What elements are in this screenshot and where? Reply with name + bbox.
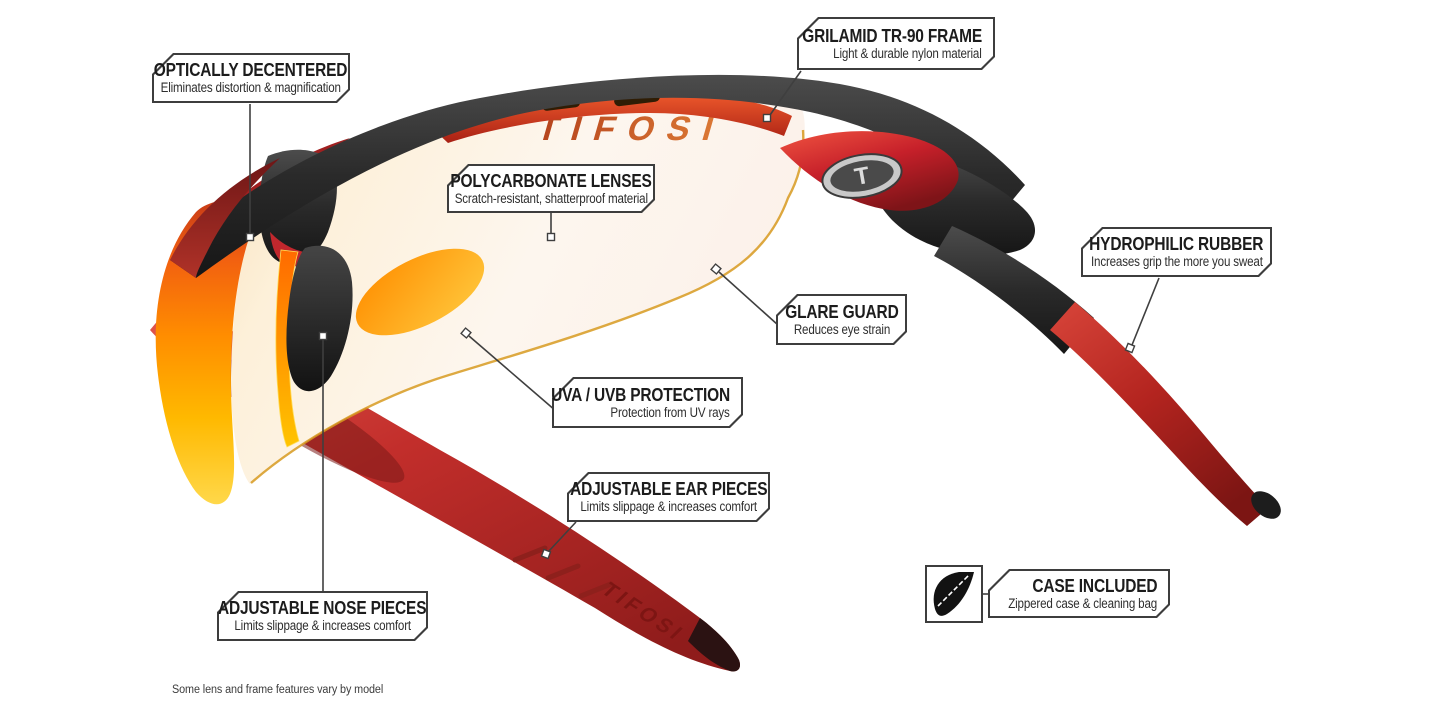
callout-subtitle: Limits slippage & increases comfort bbox=[234, 618, 411, 634]
callout-glare-guard: GLARE GUARD Reduces eye strain bbox=[776, 294, 907, 345]
frame-left-cap bbox=[170, 158, 280, 278]
left-temple-tip bbox=[688, 618, 740, 672]
right-temple-arm bbox=[934, 226, 1281, 526]
callout-title: OPTICALLY DECENTERED bbox=[154, 60, 348, 81]
callout-title: UVA / UVB PROTECTION bbox=[551, 384, 730, 405]
leader-hydrophilic bbox=[1124, 277, 1160, 354]
callout-case-included: CASE INCLUDED Zippered case & cleaning b… bbox=[988, 569, 1170, 618]
callout-adjustable-nose-pieces: ADJUSTABLE NOSE PIECES Limits slippage &… bbox=[217, 591, 428, 641]
callout-frame bbox=[567, 472, 770, 522]
callout-subtitle: Limits slippage & increases comfort bbox=[580, 499, 757, 515]
lens-pane bbox=[231, 81, 805, 484]
right-temple-black bbox=[934, 226, 1094, 354]
hinge-logo-oval: T bbox=[821, 153, 903, 199]
callout-optically-decentered: OPTICALLY DECENTERED Eliminates distorti… bbox=[152, 53, 350, 103]
leader-grilamid bbox=[762, 70, 802, 123]
leader-nose-pieces bbox=[318, 331, 328, 592]
leader-optically-decentered bbox=[245, 104, 255, 242]
right-temple-rubber bbox=[1050, 302, 1268, 526]
nose-pad bbox=[286, 245, 353, 392]
callout-frame bbox=[1081, 227, 1272, 277]
callout-frame bbox=[217, 591, 428, 641]
case-icon-box bbox=[925, 565, 983, 623]
leader-uva-uvb bbox=[460, 327, 557, 412]
left-lens-edge bbox=[155, 197, 257, 505]
callout-frame bbox=[988, 569, 1170, 618]
leader-ear-pieces bbox=[540, 521, 577, 560]
footnote: Some lens and frame features vary by mod… bbox=[172, 684, 384, 696]
lens-bottom-edge bbox=[250, 129, 805, 484]
callout-subtitle: Increases grip the more you sweat bbox=[1090, 254, 1263, 270]
callout-frame bbox=[447, 164, 655, 213]
callout-adjustable-ear-pieces: ADJUSTABLE EAR PIECES Limits slippage & … bbox=[567, 472, 770, 522]
leader-lines bbox=[245, 70, 1160, 595]
callout-uva-uvb-protection: UVA / UVB PROTECTION Protection from UV … bbox=[551, 377, 743, 428]
hinge-cluster: T bbox=[780, 131, 1036, 256]
callout-title: POLYCARBONATE LENSES bbox=[450, 170, 652, 191]
callout-grilamid-tr90-frame: GRILAMID TR-90 FRAME Light & durable nyl… bbox=[797, 17, 995, 70]
callout-title: GLARE GUARD bbox=[784, 301, 899, 322]
right-temple-tip bbox=[1251, 491, 1281, 519]
callout-subtitle: Protection from UV rays bbox=[610, 404, 730, 420]
callout-polycarbonate-lenses: POLYCARBONATE LENSES Scratch-resistant, … bbox=[447, 164, 655, 213]
case-icon bbox=[933, 572, 974, 616]
sunglasses: TIFOSI TIFOSI bbox=[150, 74, 1281, 672]
callout-subtitle: Scratch-resistant, shatterproof material bbox=[454, 190, 648, 206]
callout-frame bbox=[797, 17, 995, 70]
callout-subtitle: Eliminates distortion & magnification bbox=[160, 80, 342, 96]
temple-grip-chevrons bbox=[512, 545, 614, 599]
callout-subtitle: Zippered case & cleaning bag bbox=[1008, 595, 1157, 611]
callout-subtitle: Light & durable nylon material bbox=[833, 45, 983, 61]
callout-title: ADJUSTABLE EAR PIECES bbox=[569, 479, 768, 500]
right-nose-wire-blob bbox=[355, 248, 485, 336]
callout-subtitle: Reduces eye strain bbox=[793, 321, 890, 337]
callout-title: GRILAMID TR-90 FRAME bbox=[802, 25, 982, 46]
callout-frame bbox=[776, 294, 907, 345]
callout-hydrophilic-rubber: HYDROPHILIC RUBBER Increases grip the mo… bbox=[1081, 227, 1272, 277]
callout-title: HYDROPHILIC RUBBER bbox=[1089, 234, 1264, 255]
hinge-logo: T bbox=[853, 162, 872, 191]
frame-top-bar bbox=[170, 74, 1025, 279]
callout-title: CASE INCLUDED bbox=[1031, 575, 1157, 596]
leader-polycarbonate bbox=[546, 213, 556, 242]
callout-frame bbox=[552, 377, 743, 428]
callout-title: ADJUSTABLE NOSE PIECES bbox=[218, 598, 427, 619]
callout-frame bbox=[152, 53, 350, 103]
leader-glare-guard bbox=[710, 263, 779, 326]
